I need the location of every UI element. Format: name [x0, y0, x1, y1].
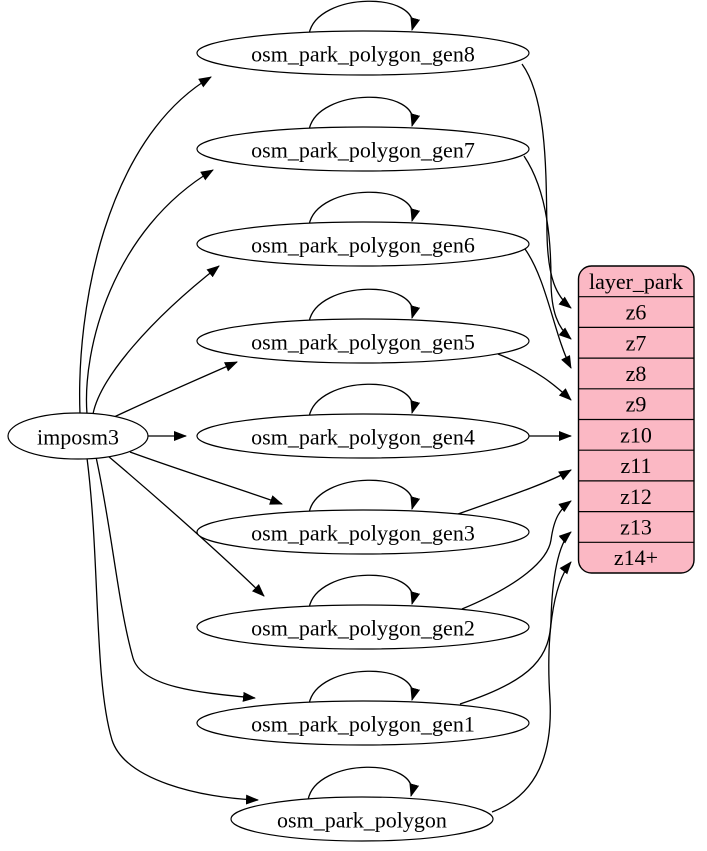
imposm3-ellipse: [7, 412, 149, 460]
node-layer-park-table: layer_park z6 z7 z8 z9 z10 z11 z12 z13 z…: [577, 265, 695, 574]
gen1-ellipse: [196, 700, 530, 746]
node-osm-park-polygon: osm_park_polygon: [230, 796, 494, 842]
edge-gen6-to-z8: [524, 248, 572, 369]
gen7-label: osm_park_polygon_gen7: [251, 138, 475, 163]
edge-imposm3-to-base: [86, 457, 259, 805]
table-row-z11: z11: [621, 453, 652, 478]
gen5-ellipse: [196, 318, 530, 364]
node-osm-park-polygon-gen1: osm_park_polygon_gen1: [196, 700, 530, 746]
self-loop-edges: [307, 0, 421, 801]
gen4-ellipse: [196, 413, 530, 459]
node-osm-park-polygon-gen3: osm_park_polygon_gen3: [196, 509, 530, 555]
table-row-z13: z13: [620, 515, 652, 540]
edge-gen7-to-z7: [523, 155, 572, 340]
self-loop-gen4: [308, 383, 421, 418]
edge-base-to-z14: [491, 561, 572, 813]
self-loop-gen1: [308, 670, 421, 705]
edge-imposm3-to-gen1: [95, 456, 256, 702]
table-row-z14: z14+: [614, 545, 658, 570]
table-row-z9: z9: [626, 392, 647, 417]
gen4-label: osm_park_polygon_gen4: [251, 425, 475, 450]
node-osm-park-polygon-gen5: osm_park_polygon_gen5: [196, 318, 530, 364]
layer-park-table-title: layer_park: [589, 269, 683, 294]
gen3-ellipse: [196, 509, 530, 555]
gen6-label: osm_park_polygon_gen6: [251, 233, 475, 258]
self-loop-gen5: [308, 288, 421, 323]
edge-imposm3-to-gen2: [107, 455, 265, 597]
edge-gen3-to-z11: [457, 469, 572, 515]
node-osm-park-polygon-gen8: osm_park_polygon_gen8: [196, 30, 530, 76]
self-loop-gen8: [308, 0, 421, 35]
table-row-z8: z8: [626, 361, 647, 386]
imposm3-label: imposm3: [37, 425, 119, 450]
node-osm-park-polygon-gen4: osm_park_polygon_gen4: [196, 413, 530, 459]
table-row-z12: z12: [620, 484, 652, 509]
table-row-z6: z6: [626, 300, 647, 325]
node-imposm3: imposm3: [7, 412, 149, 460]
self-loop-gen6: [308, 191, 421, 226]
gen5-label: osm_park_polygon_gen5: [251, 330, 475, 355]
edge-imposm3-to-gen3: [129, 451, 283, 505]
self-loop-base: [307, 766, 420, 801]
edge-imposm3-to-gen6: [92, 265, 220, 415]
node-osm-park-polygon-gen7: osm_park_polygon_gen7: [196, 126, 530, 172]
gen1-label: osm_park_polygon_gen1: [251, 712, 475, 737]
edge-gen5-to-z9: [497, 353, 572, 401]
edge-imposm3-to-gen5: [111, 361, 238, 419]
node-osm-park-polygon-gen6: osm_park_polygon_gen6: [196, 221, 530, 267]
gen8-label: osm_park_polygon_gen8: [251, 42, 475, 67]
edge-gen8-to-z6: [521, 63, 572, 309]
edge-gen2-to-z12: [461, 500, 572, 610]
base-ellipse: [230, 796, 494, 842]
edge-imposm3-to-gen8: [79, 76, 212, 415]
self-loop-gen3: [308, 479, 421, 514]
self-loop-gen2: [308, 574, 421, 609]
edge-imposm3-to-gen7: [85, 169, 214, 415]
gen2-ellipse: [196, 604, 530, 650]
edges-from-imposm3: [79, 76, 283, 805]
gen2-label: osm_park_polygon_gen2: [251, 616, 475, 641]
node-osm-park-polygon-gen2: osm_park_polygon_gen2: [196, 604, 530, 650]
base-label: osm_park_polygon: [277, 808, 447, 833]
self-loop-gen7: [308, 96, 421, 131]
gen7-ellipse: [196, 126, 530, 172]
gen8-ellipse: [196, 30, 530, 76]
table-row-z10: z10: [620, 422, 652, 447]
edges-to-layer-park: [457, 63, 572, 813]
gen3-label: osm_park_polygon_gen3: [251, 521, 475, 546]
gen6-ellipse: [196, 221, 530, 267]
table-row-z7: z7: [626, 330, 647, 355]
